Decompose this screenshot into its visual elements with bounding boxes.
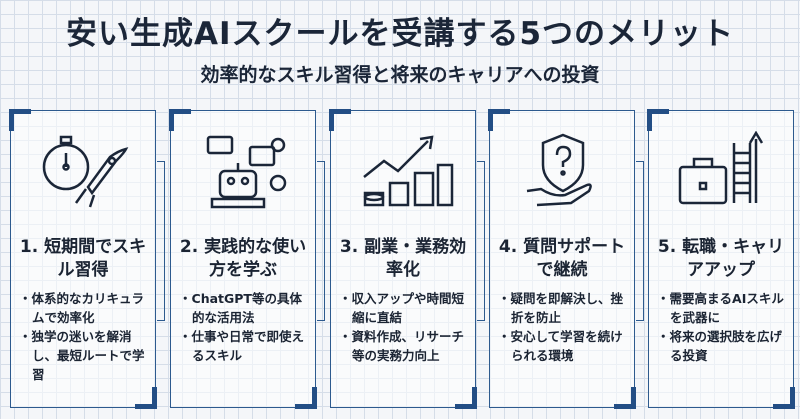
shield-question-hand-icon	[526, 133, 592, 207]
robot-chat-icon	[206, 135, 287, 209]
bullet: 体系的なカリキュラムで効率化	[19, 289, 151, 327]
card-title: 5. 転職・キャリアアップ	[657, 237, 785, 280]
briefcase-ladder-icon	[678, 131, 764, 205]
stopwatch-rocket-icon	[42, 135, 129, 208]
bullet: 安心して学習を続けられる環境	[498, 327, 630, 365]
bullet: 疑問を即解決し、挫折を防止	[498, 289, 630, 327]
bullet: 収入アップや時間短縮に直結	[339, 289, 471, 327]
bullet: 将来の選択肢を広げる投資	[657, 327, 789, 365]
page-title: 安い生成AIスクールを受講する5つのメリット	[65, 16, 735, 52]
bullet: 独学の迷いを解消し、最短ルートで学習	[19, 327, 151, 384]
benefit-card-2: 2. 実践的な使い方を学ぶ ChatGPT等の具体的な活用法仕事や日常で即使える…	[169, 109, 325, 409]
card-title: 1. 短期間でスキル習得	[19, 237, 147, 280]
benefit-card-5: 5. 転職・キャリアアップ 需要高まるAIスキルを武器に将来の選択肢を広げる投資	[647, 109, 795, 409]
benefit-card-3: 3. 副業・業務効率化 収入アップや時間短縮に直結資料作成、リサーチ等の実務力向…	[329, 109, 485, 409]
benefit-card-4: 4. 質問サポートで継続 疑問を即解決し、挫折を防止安心して学習を続けられる環境	[488, 109, 644, 409]
coins-growth-icon	[363, 135, 454, 207]
bullet: 仕事や日常で即使えるスキル	[179, 327, 311, 365]
card-title: 3. 副業・業務効率化	[339, 237, 467, 280]
page-subtitle: 効率的なスキル習得と将来のキャリアへの投資	[200, 64, 600, 86]
card-title: 2. 実践的な使い方を学ぶ	[179, 237, 307, 280]
card-title: 4. 質問サポートで継続	[498, 237, 626, 280]
bullet: 需要高まるAIスキルを武器に	[657, 289, 789, 327]
bullet: 資料作成、リサーチ等の実務力向上	[339, 327, 471, 365]
benefit-card-1: 1. 短期間でスキル習得 体系的なカリキュラムで効率化独学の迷いを解消し、最短ル…	[9, 109, 165, 409]
bullet: ChatGPT等の具体的な活用法	[179, 289, 311, 327]
